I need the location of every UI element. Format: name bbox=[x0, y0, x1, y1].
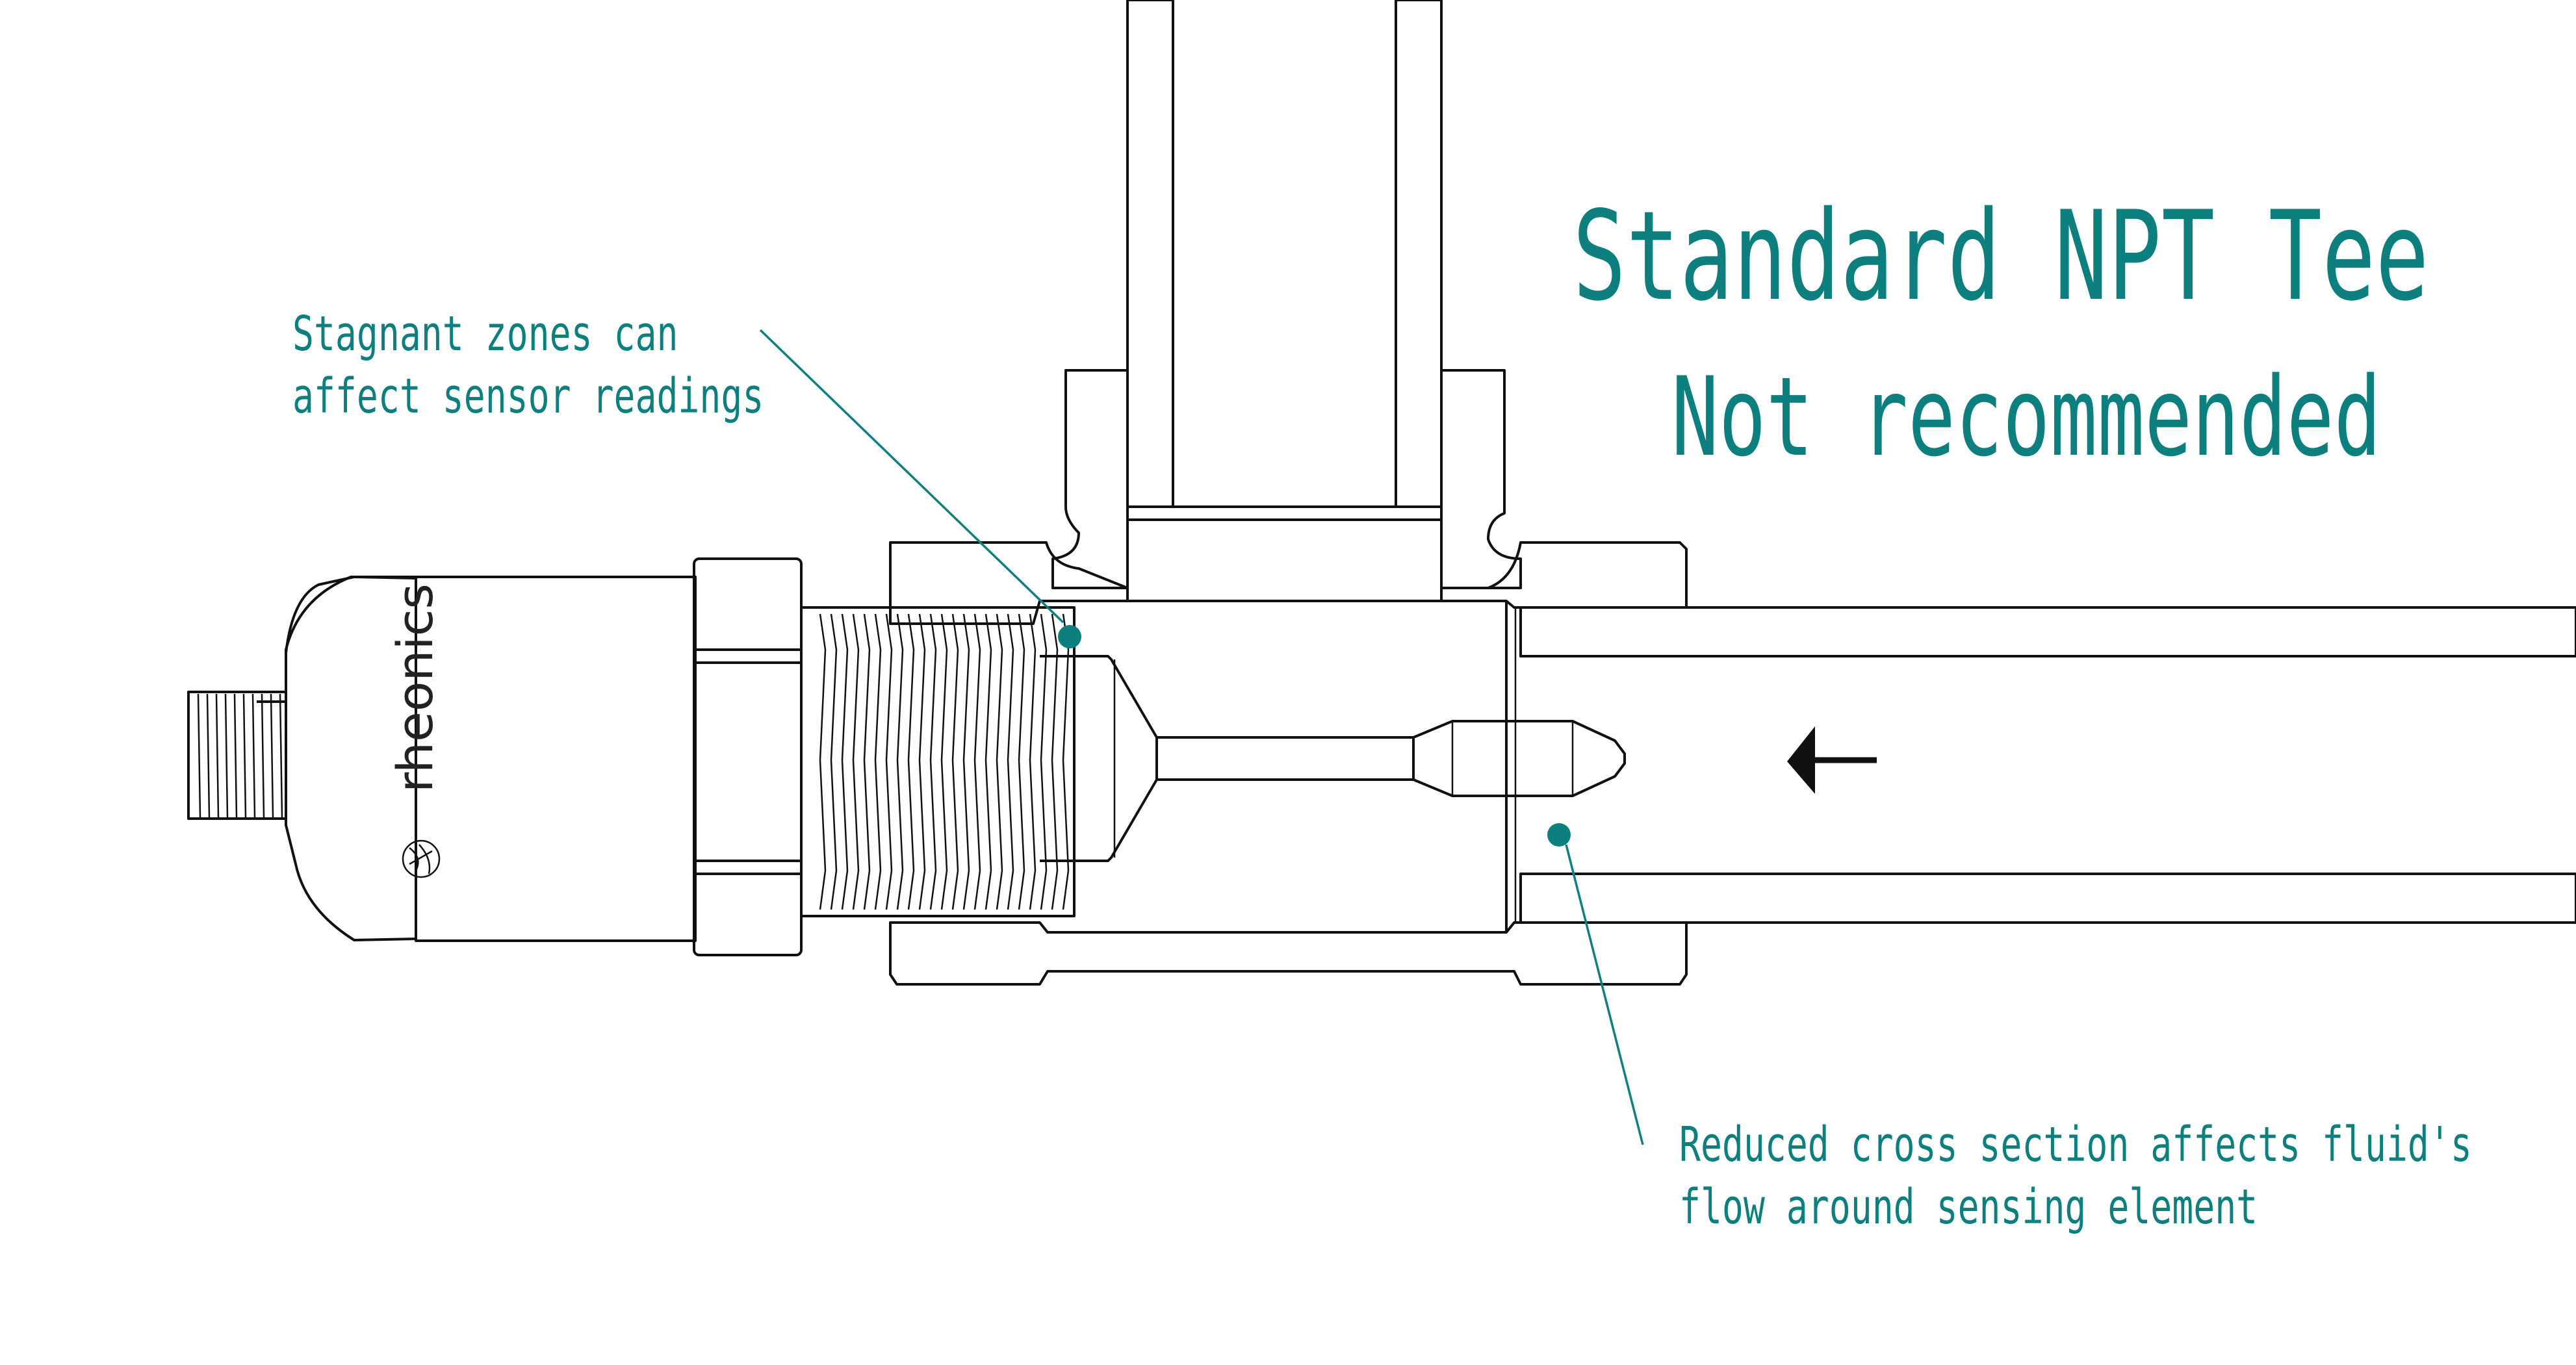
sensor-hex-nut bbox=[693, 557, 803, 956]
thread-line bbox=[863, 613, 871, 910]
thread-line bbox=[1062, 613, 1070, 910]
thread-line bbox=[1051, 613, 1059, 910]
thread-line bbox=[874, 613, 882, 910]
flow-direction-arrow-icon bbox=[1787, 726, 1877, 794]
thread-line bbox=[896, 613, 904, 910]
thread-line bbox=[962, 613, 970, 910]
callout-reduced-cross-section: Reduced cross section affects fluid's fl… bbox=[1679, 1114, 2472, 1238]
sensor-housing: rheonics bbox=[257, 576, 697, 942]
callout-line: Stagnant zones can bbox=[292, 306, 678, 362]
thread-line bbox=[929, 613, 937, 910]
cross-section-marker bbox=[1547, 823, 1571, 847]
thread-line bbox=[1018, 613, 1025, 910]
diagram-title: Standard NPT Tee bbox=[1573, 185, 2429, 328]
tee-body-upper-wall bbox=[889, 541, 1688, 625]
thread-line bbox=[1029, 613, 1037, 910]
thread-line bbox=[996, 613, 1003, 910]
callout-line: flow around sensing element bbox=[1679, 1179, 2258, 1235]
thread-line bbox=[918, 613, 926, 910]
sensor-npt-thread bbox=[800, 606, 1075, 917]
thread-line bbox=[951, 613, 959, 910]
thread-line bbox=[206, 693, 211, 818]
tee-branch-boss bbox=[1051, 369, 1522, 589]
branch-pipe bbox=[1126, 0, 1443, 508]
thread-line bbox=[973, 613, 981, 910]
tee-cavity bbox=[1127, 600, 1517, 932]
thread-line bbox=[197, 693, 201, 818]
callout-line: affect sensor readings bbox=[292, 368, 764, 424]
thread-line bbox=[907, 613, 915, 910]
diagram-subtitle: Not recommended bbox=[1671, 353, 2382, 481]
thread-line bbox=[251, 693, 256, 818]
sensor-connector bbox=[187, 691, 287, 820]
thread-line bbox=[279, 693, 283, 818]
thread-line bbox=[940, 613, 948, 910]
callout-leader-cross-section bbox=[1547, 823, 1644, 1145]
thread-line bbox=[224, 693, 229, 818]
stagnant-zone-marker bbox=[1058, 625, 1081, 648]
sensing-element bbox=[1040, 655, 1626, 862]
callout-stagnant-zones: Stagnant zones can affect sensor reading… bbox=[292, 303, 764, 427]
rheonics-logo-icon bbox=[402, 839, 441, 878]
callout-line: Reduced cross section affects fluid's bbox=[1679, 1117, 2472, 1173]
thread-line bbox=[242, 693, 247, 818]
thread-line bbox=[261, 693, 265, 818]
thread-line bbox=[885, 613, 893, 910]
thread-line bbox=[233, 693, 238, 818]
thread-line bbox=[852, 613, 860, 910]
tee-body-lower-wall bbox=[889, 921, 1688, 986]
thread-line bbox=[819, 613, 827, 910]
sensor-brand-text: rheonics bbox=[386, 583, 444, 793]
thread-line bbox=[841, 613, 849, 910]
callout-leader-stagnant bbox=[759, 329, 1081, 648]
thread-line bbox=[270, 693, 274, 818]
run-pipe bbox=[1519, 606, 2576, 924]
thread-line bbox=[215, 693, 220, 818]
thread-line bbox=[830, 613, 838, 910]
thread-line bbox=[1040, 613, 1048, 910]
thread-line bbox=[985, 613, 992, 910]
thread-line bbox=[1007, 613, 1014, 910]
